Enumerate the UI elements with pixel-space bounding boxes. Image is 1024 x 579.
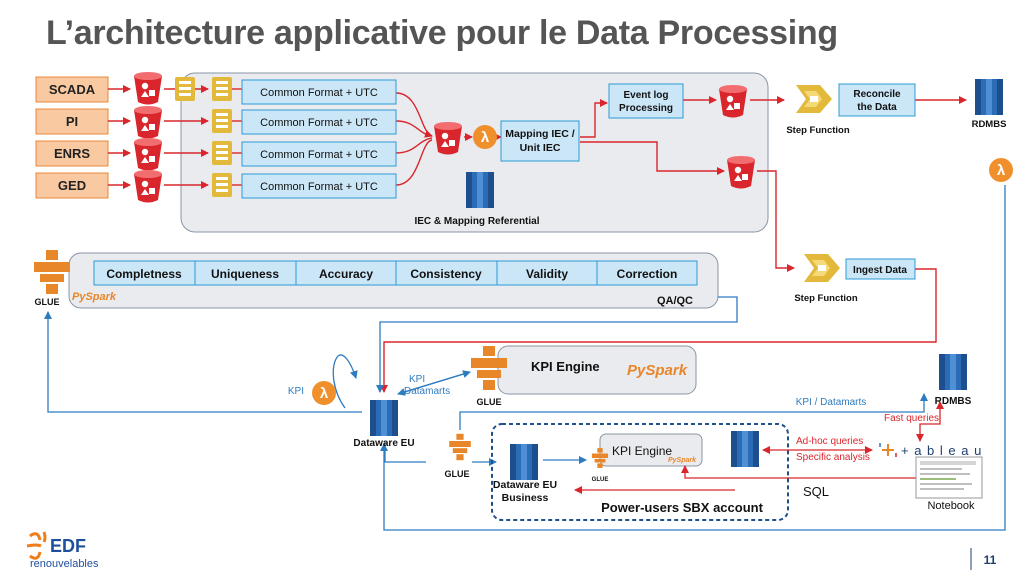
rdmbs-label: RDMBS [935,396,972,407]
kpi-datamarts-label: Datamarts [404,386,450,397]
adhoc-queries-label: Ad-hoc queries [796,436,863,447]
tableau-logo: + a b l e a u [879,443,982,458]
kpi-label: KPI [288,386,304,397]
common-format-boxes: Common Format + UTC Common Format + UTC … [241,79,397,199]
step-function-label: Step Function [786,125,850,136]
power-users-label: Power-users SBX account [601,500,763,515]
pyspark-logo: PySpark [72,291,117,303]
event-log-box [608,83,684,119]
rdmbs-label: RDMBS [972,119,1007,130]
dataware-business-label: Dataware EU [493,479,557,491]
qa-check-label: Completness [106,267,182,281]
common-format-label: Common Format + UTC [260,117,378,129]
source-boxes: SCADA PI ENRS GED [35,76,109,199]
common-format-label: Common Format + UTC [260,149,378,161]
tableau-label: + a b l e a u [901,443,982,458]
source-label: GED [58,178,86,193]
reconcile-label: the Data [857,102,897,113]
event-log-label: Event log [623,90,668,101]
ingest-label: Ingest Data [853,265,907,276]
notebook-label: Notebook [927,500,975,512]
source-ged [35,172,109,199]
reconcile-label: Reconcile [853,89,901,100]
common-format-label: Common Format + UTC [260,181,378,193]
sql-label: SQL [803,484,829,499]
step-function-label: Step Function [794,293,858,304]
mapping-label: Unit IEC [520,142,561,154]
kpi-engine-label: KPI Engine [531,359,600,374]
qa-checks: Completness Uniqueness Accuracy Consiste… [93,260,698,286]
kpi-datamarts-label: KPI [409,374,425,385]
glue-label: GLUE [444,469,469,479]
common-format-label: Common Format + UTC [260,87,378,99]
dataware-eu-label: Dataware EU [353,438,414,449]
pyspark-logo: PySpark [668,457,697,464]
source-label: SCADA [49,82,96,97]
page-title: L’architecture applicative pour le Data … [46,14,838,52]
pyspark-logo: PySpark [627,362,688,379]
dataware-business-label: Business [502,492,549,504]
source-label: PI [66,114,78,129]
fast-queries-label: Fast queries [884,413,939,424]
qa-check-label: Correction [617,267,678,281]
mapping-box [500,120,580,162]
qa-check-label: Consistency [410,267,482,281]
qa-check-label: Accuracy [319,267,373,281]
edf-sub: renouvelables [30,558,99,570]
edf-brand: EDF [50,536,86,556]
kpi-datamarts-flow-label: KPI / Datamarts [796,397,867,408]
qa-check-label: Uniqueness [211,267,279,281]
qa-label: QA/QC [657,295,693,307]
glue-label: GLUE [476,397,501,407]
glue-label: GLUE [34,297,59,307]
kpi-engine-label: KPI Engine [612,444,672,458]
specific-analysis-label: Specific analysis [796,452,870,463]
referential-label: IEC & Mapping Referential [414,216,539,227]
source-scada [35,76,109,103]
page-number: 11 [984,553,997,567]
mapping-label: Mapping IEC / [505,128,574,140]
notebook-image [915,456,983,499]
ingest-box [845,258,916,280]
glue-label: GLUE [592,477,609,483]
reconcile-box [838,83,916,117]
event-log-label: Processing [619,103,673,114]
power-users-box [491,423,789,521]
edf-logo: EDF renouvelables [26,531,99,570]
source-label: ENRS [54,146,90,161]
qa-check-label: Validity [526,267,568,281]
